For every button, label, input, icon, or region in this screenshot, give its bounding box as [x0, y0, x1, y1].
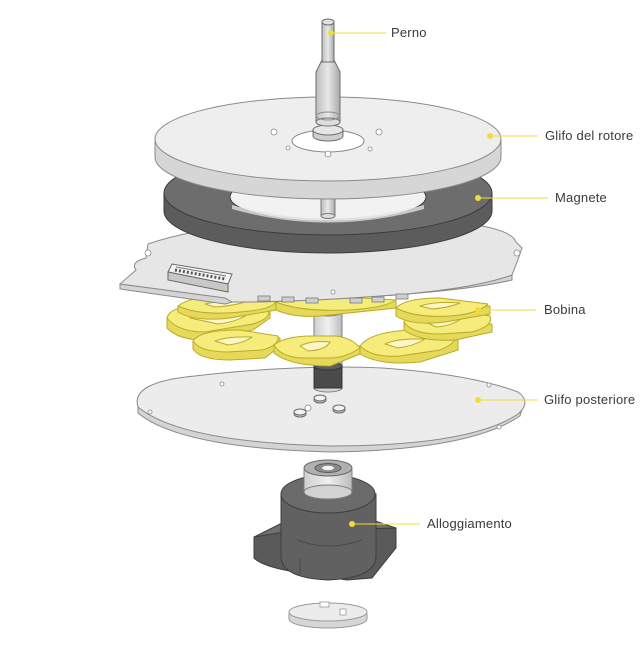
coil [395, 297, 491, 324]
label-magnet: Magnete [555, 190, 607, 205]
pcb-pads [257, 293, 409, 304]
plate-nut [293, 408, 307, 418]
coil-ring [166, 295, 493, 367]
callout-magnet [475, 195, 548, 201]
callout-pin [328, 30, 386, 36]
label-rotor-glyph: Glifo del rotore [545, 128, 634, 143]
callout-rotor-glyph [487, 133, 538, 139]
label-housing: Alloggiamento [427, 516, 512, 531]
back-glyph-plate [136, 366, 526, 453]
plate-nut [313, 394, 327, 404]
bottom-cap [288, 601, 368, 629]
label-coil: Bobina [544, 302, 586, 317]
coil [192, 329, 281, 361]
pcb-connector [167, 263, 233, 293]
callout-housing [349, 521, 420, 527]
label-pin: Perno [391, 25, 427, 40]
callout-coil [475, 307, 536, 313]
plate-nut [332, 404, 346, 414]
pin [312, 18, 344, 142]
callouts [328, 30, 548, 527]
coil [273, 335, 361, 367]
housing [253, 459, 397, 581]
label-back-glyph: Glifo posteriore [544, 392, 636, 407]
callout-back-glyph [475, 397, 538, 403]
